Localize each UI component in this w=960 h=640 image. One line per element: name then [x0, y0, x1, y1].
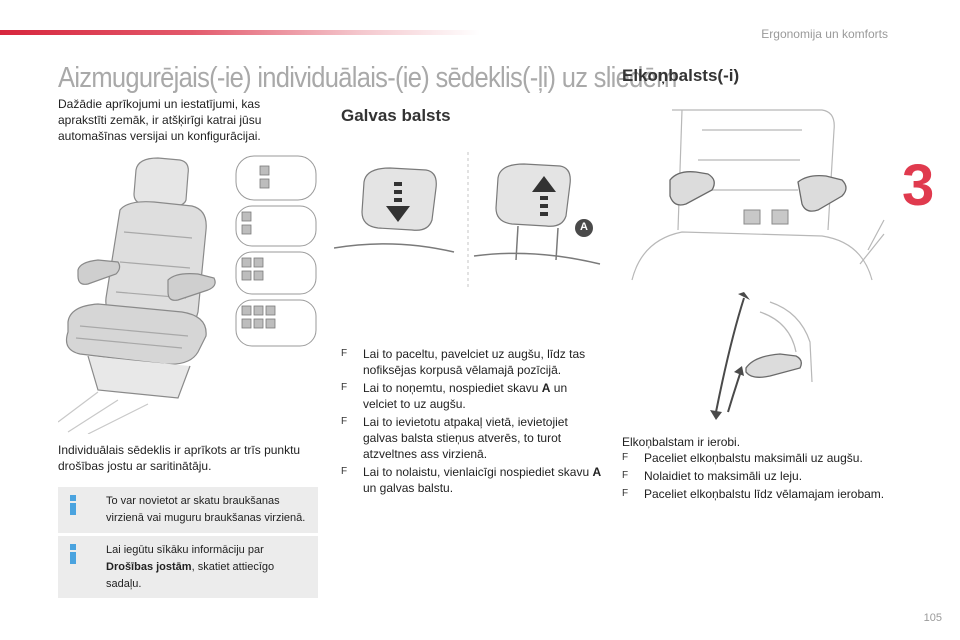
list-item: F Nolaidiet to maksimāli uz leju.: [622, 469, 803, 483]
list-item: F Lai to paceltu, pavelciet uz augšu, lī…: [341, 347, 586, 377]
armrest-title: Elkoņbalsts(-i): [622, 66, 740, 85]
bullet-arrow-icon: F: [341, 416, 348, 427]
list-item: F Lai to ievietotu atpakaļ vietā, ieviet…: [341, 415, 568, 461]
info-box-orientation: To var novietot ar skatu braukšanas virz…: [58, 487, 318, 533]
chapter-number: 3: [902, 153, 935, 218]
callout-a-marker: [575, 219, 593, 237]
headrest-title: Galvas balsts: [341, 106, 451, 125]
bullet-arrow-icon: F: [622, 488, 629, 499]
bullet-arrow-icon: F: [622, 452, 629, 463]
info-icon: [68, 544, 78, 564]
intro-text: Dažādie aprīkojumi un iestatījumi, kas a…: [58, 97, 262, 143]
armrest-position-illustration: [710, 292, 813, 420]
seatbelts-link-text: Drošības jostām: [106, 561, 192, 573]
headrest-instructions: F Lai to paceltu, pavelciet uz augšu, lī…: [341, 346, 603, 498]
headrest-illustration: [334, 152, 601, 288]
bullet-arrow-icon: F: [341, 382, 348, 393]
callout-a-label: A: [580, 221, 588, 233]
list-item: F Paceliet elkoņbalstu maksimāli uz augš…: [622, 451, 863, 465]
bullet-arrow-icon: F: [341, 348, 348, 359]
armrest-caption: Elkoņbalstam ir ierobi.: [622, 435, 741, 449]
section-header: Ergonomija un komforts: [761, 27, 888, 41]
info-icon: [68, 495, 78, 515]
info-box-seatbelts: Lai iegūtu sīkāku informāciju par Drošīb…: [58, 536, 318, 598]
info-text-post: , skatiet attiecīgo sadaļu.: [106, 561, 275, 590]
seat-illustration: [58, 155, 317, 434]
info-text-pre: Lai iegūtu sīkāku informāciju par: [106, 544, 264, 556]
bullet-arrow-icon: F: [622, 470, 629, 481]
bullet-arrow-icon: F: [341, 466, 348, 477]
seat-caption: Individuālais sēdeklis ir aprīkots ar tr…: [58, 443, 301, 473]
list-item: F Lai to noņemtu, nospiediet skavu A un …: [341, 381, 568, 411]
armrest-instructions: F Paceliet elkoņbalstu maksimāli uz augš…: [622, 450, 886, 504]
top-accent-bar: [0, 30, 480, 35]
armrest-illustration: [631, 109, 885, 281]
info-text: To var novietot ar skatu braukšanas virz…: [106, 495, 306, 524]
list-item: F Paceliet elkoņbalstu līdz vēlamajam ie…: [622, 487, 885, 501]
page-number: 105: [923, 612, 942, 624]
page-title: Aizmugurējais(-ie) individuālais-(ie) sē…: [58, 62, 677, 94]
list-item: F Lai to nolaistu, vienlaicīgi nospiedie…: [341, 465, 602, 495]
